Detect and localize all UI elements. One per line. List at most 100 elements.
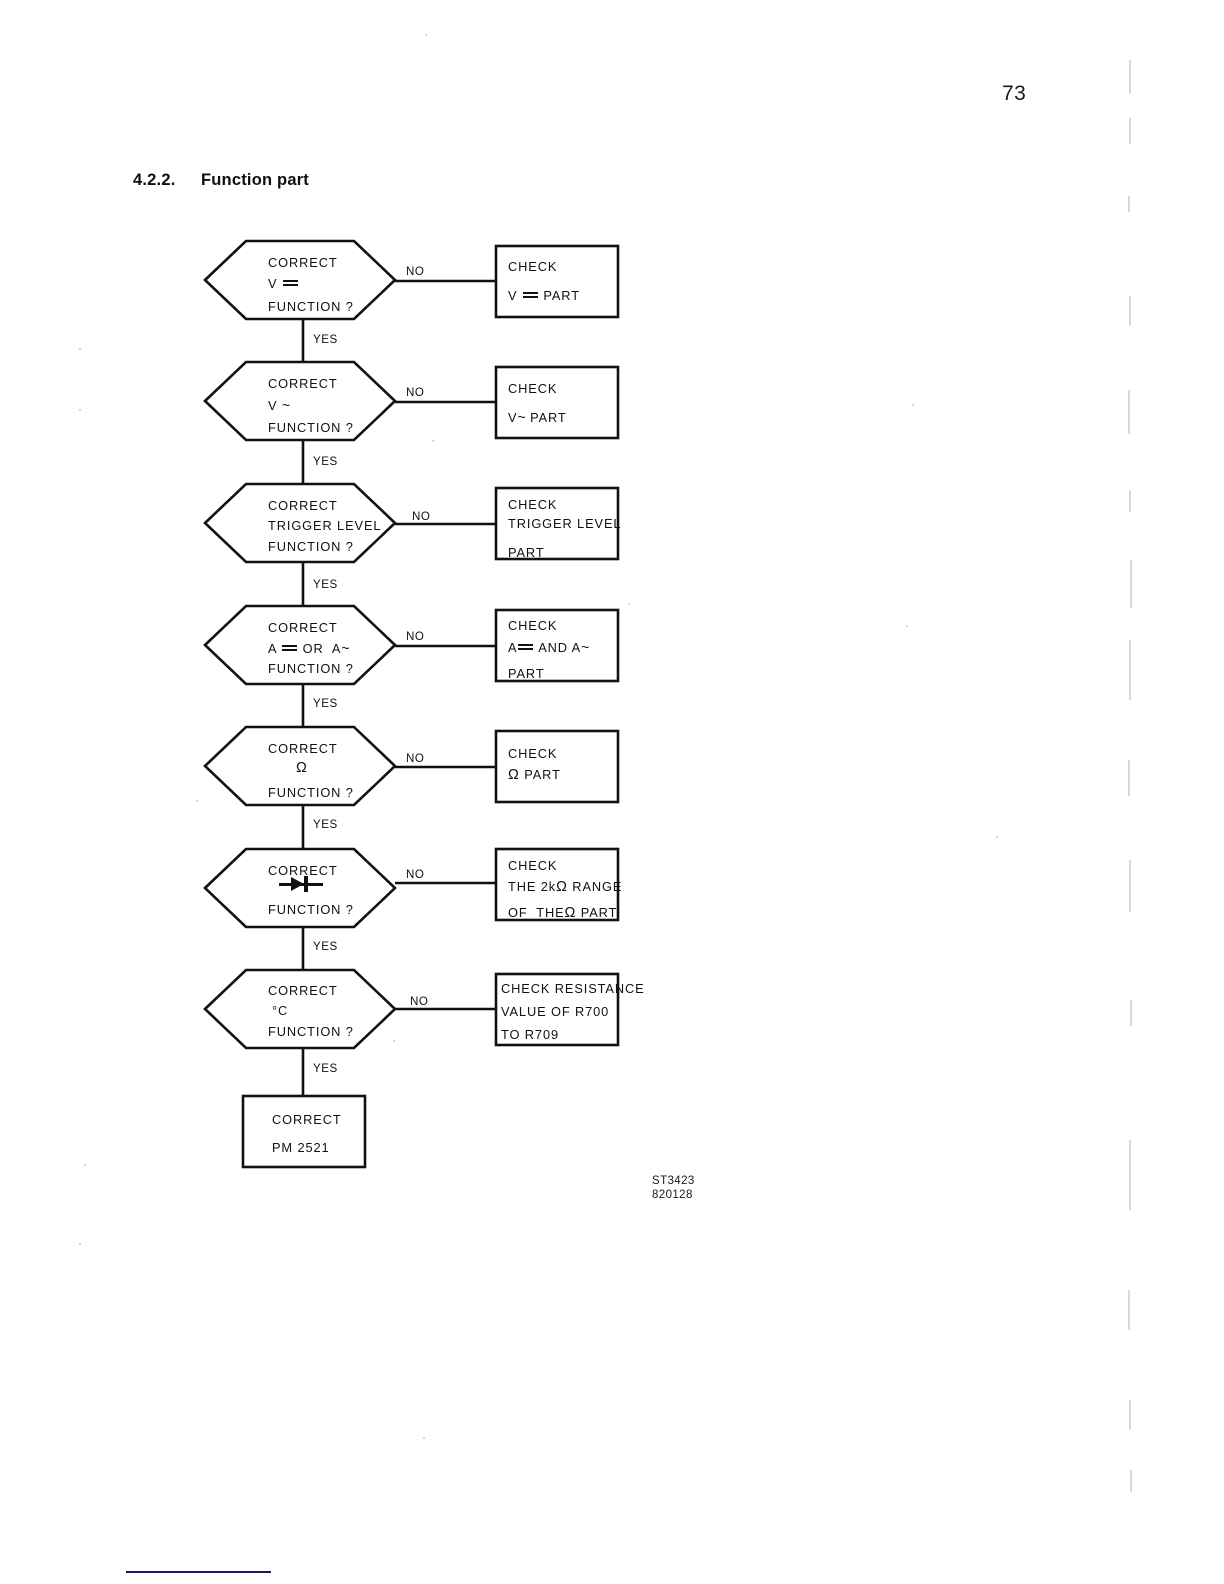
scan-artifact <box>196 800 198 802</box>
decision-2-line3: FUNCTION ? <box>268 420 354 435</box>
dc-current-icon <box>518 642 534 653</box>
decision-1-line1: CORRECT <box>268 255 338 270</box>
edge-label-yes-2: YES <box>313 455 338 468</box>
decision-4-line3: FUNCTION ? <box>268 661 354 676</box>
action-7-line3: TO R709 <box>501 1027 559 1042</box>
terminal-box <box>241 1094 367 1169</box>
action-3-line3: PART <box>508 545 545 560</box>
action-6-line2: THE 2kΩ RANGE <box>508 879 622 895</box>
scan-artifact <box>1129 118 1131 144</box>
ac-wave-icon: ~ <box>517 409 526 425</box>
decision-5-line2: Ω <box>296 760 308 776</box>
edge-label-yes-1: YES <box>313 333 338 346</box>
scan-artifact <box>79 409 81 411</box>
decision-3-line3: FUNCTION ? <box>268 539 354 554</box>
scan-artifact <box>1129 296 1131 326</box>
edge-label-yes-3: YES <box>313 578 338 591</box>
action-7-line1: CHECK RESISTANCE <box>501 981 645 996</box>
ohm-icon: Ω <box>296 760 308 776</box>
ohm-icon: Ω <box>556 879 568 895</box>
scan-artifact <box>1128 1290 1130 1330</box>
scan-artifact <box>393 1040 395 1042</box>
decision-5-line1: CORRECT <box>268 741 338 756</box>
drawing-date-code: 820128 <box>652 1189 693 1201</box>
action-1-prefix: V <box>508 288 518 303</box>
scan-artifact <box>1128 390 1130 434</box>
action-2-line2: V~ PART <box>508 409 567 425</box>
scan-artifact <box>79 348 81 350</box>
action-6-line3-tail: PART <box>580 905 618 920</box>
edge-label-yes-4: YES <box>313 697 338 710</box>
decision-5-line3: FUNCTION ? <box>268 785 354 800</box>
decision-7-line1: CORRECT <box>268 983 338 998</box>
decision-3-line2: TRIGGER LEVEL <box>268 518 382 533</box>
action-box-1 <box>494 244 620 319</box>
action-6-line3-text: OF THE <box>508 905 565 920</box>
action-1-line2: V PART <box>508 288 580 303</box>
edge-label-no-3: NO <box>412 510 431 523</box>
decision-1-line2-prefix: V <box>268 276 278 291</box>
edge-label-yes-6: YES <box>313 940 338 953</box>
dc-voltage-icon <box>282 278 298 289</box>
scan-artifact <box>1130 560 1132 608</box>
action-6-line1: CHECK <box>508 858 558 873</box>
action-5-line1: CHECK <box>508 746 558 761</box>
action-2-line1: CHECK <box>508 381 558 396</box>
scan-artifact <box>425 34 427 36</box>
dc-current-icon <box>282 643 298 654</box>
decision-1-line3: FUNCTION ? <box>268 299 354 314</box>
scan-artifact <box>1129 640 1131 700</box>
scan-artifact <box>1130 1000 1132 1026</box>
section-title: Function part <box>201 171 310 189</box>
action-box-2 <box>494 365 620 440</box>
terminal-line2: PM 2521 <box>272 1140 330 1155</box>
scan-artifact <box>906 625 908 627</box>
scan-artifact <box>1129 860 1131 912</box>
action-6-prefix: THE 2k <box>508 879 557 894</box>
scan-artifact <box>1129 490 1131 512</box>
action-2-prefix: V <box>508 410 518 425</box>
scan-artifact <box>912 404 914 406</box>
scan-artifact <box>79 1243 81 1245</box>
drawing-number: ST3423 <box>652 1175 695 1187</box>
action-5-line2: Ω PART <box>508 767 561 783</box>
decision-4-line2-prefix: A <box>268 641 277 656</box>
action-3-line1: CHECK <box>508 497 558 512</box>
action-6-line3: OF THEΩ PART <box>508 905 617 921</box>
decision-4-line1: CORRECT <box>268 620 338 635</box>
edge-label-yes-7: YES <box>313 1062 338 1075</box>
scan-artifact <box>1130 1470 1132 1492</box>
decision-hexagon-6 <box>203 847 397 929</box>
page-number: 73 <box>1002 82 1027 105</box>
ohm-icon: Ω <box>508 767 520 783</box>
decision-1-line2: V <box>268 276 299 291</box>
decision-6-line2 <box>279 876 323 892</box>
action-3-line2: TRIGGER LEVEL <box>508 516 622 531</box>
scan-artifact <box>423 1437 425 1439</box>
page-title: 4.2.2. Function part <box>133 171 309 190</box>
decision-2-line1: CORRECT <box>268 376 338 391</box>
decision-4-line2: A OR A~ <box>268 640 350 656</box>
decision-2-line2-prefix: V <box>268 398 278 413</box>
ohm-icon: Ω <box>564 905 577 921</box>
action-4-line2: A AND A~ <box>508 639 589 655</box>
section-number: 4.2.2. <box>133 171 176 189</box>
decision-2-line2: V ~ <box>268 397 290 413</box>
action-4-line3: PART <box>508 666 545 681</box>
action-4-prefix: A <box>508 640 518 655</box>
action-4-and-text: AND A <box>538 640 582 655</box>
edge-label-no-2: NO <box>406 386 425 399</box>
scan-artifact <box>1129 1140 1131 1210</box>
edge-label-yes-5: YES <box>313 818 338 831</box>
ac-wave-icon: ~ <box>281 397 291 413</box>
action-2-suffix: PART <box>530 410 567 425</box>
scan-artifact <box>432 440 434 442</box>
edge-label-no-5: NO <box>406 752 425 765</box>
decision-7-line3: FUNCTION ? <box>268 1024 354 1039</box>
action-box-6 <box>494 847 620 922</box>
action-6-suffix: RANGE <box>572 879 623 894</box>
scan-artifact <box>628 603 630 605</box>
footer-rule <box>126 1571 271 1573</box>
